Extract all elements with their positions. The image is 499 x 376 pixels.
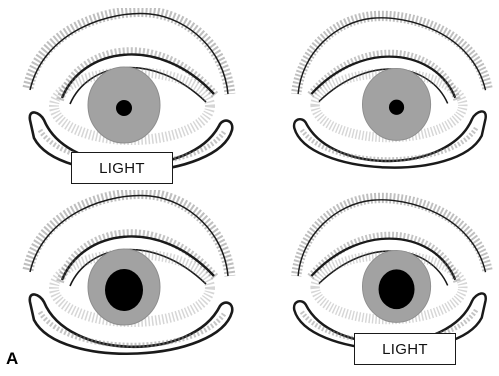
eye-bottom-left	[20, 190, 245, 362]
pupil	[105, 269, 143, 311]
eye-drawing	[20, 190, 245, 362]
pupil	[389, 100, 404, 115]
panel-letter: A	[6, 349, 18, 369]
eye-top-right	[282, 8, 495, 180]
light-label-bottom-right: LIGHT	[354, 333, 456, 365]
light-label-top-left: LIGHT	[71, 152, 173, 184]
pupil	[379, 269, 415, 309]
eye-drawing	[282, 8, 495, 180]
pupil	[116, 100, 132, 116]
